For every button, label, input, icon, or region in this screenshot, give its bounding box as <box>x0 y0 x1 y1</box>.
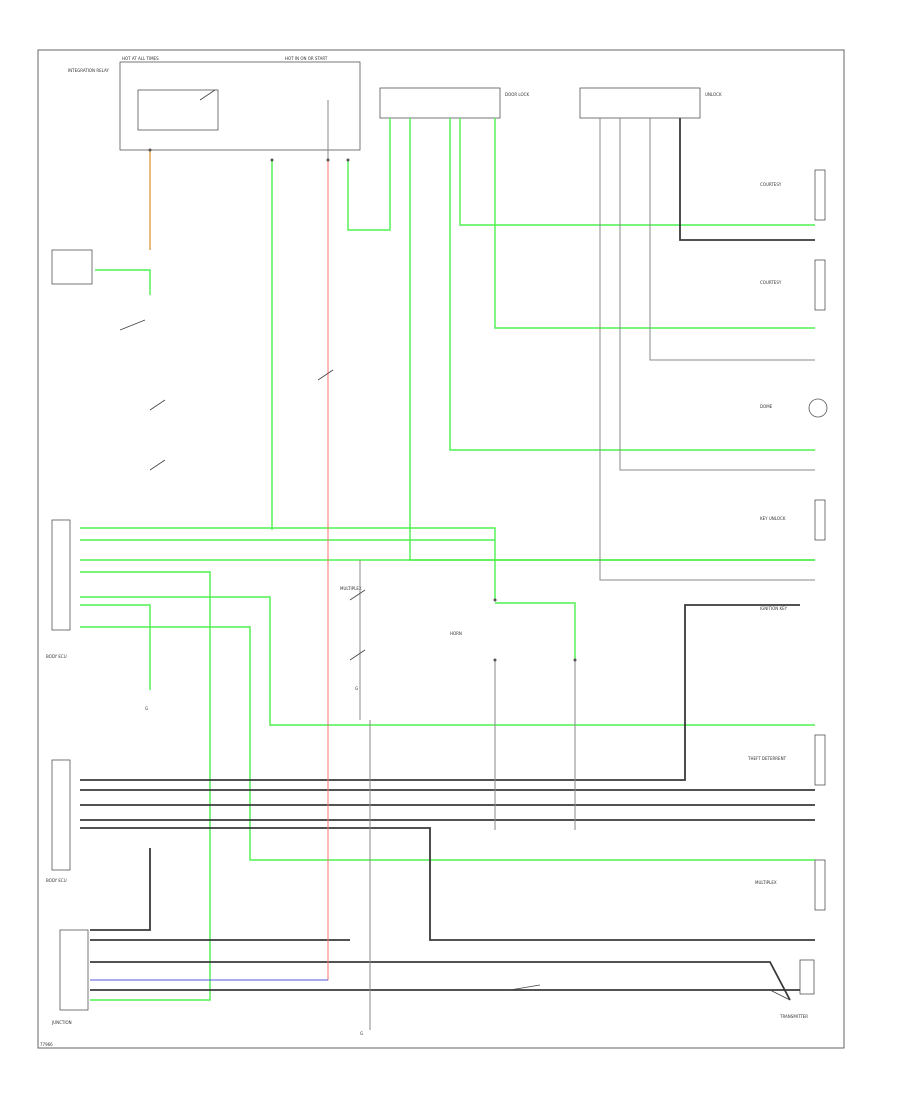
label-door-unlock: UNLOCK <box>705 92 722 97</box>
label-ignition: IGNITION KEY <box>760 606 788 611</box>
red-wire <box>90 160 329 981</box>
label-body-ecu-b: BODY ECU <box>46 878 67 883</box>
label-theft: THEFT DETERRENT <box>747 756 787 761</box>
relay-box <box>119 61 361 151</box>
key-unlock-switch <box>814 499 826 541</box>
label-multiplex-b: MULTIPLEX <box>340 586 362 591</box>
body-ecu-b <box>51 759 71 871</box>
label-hot-in-run: HOT IN ON OR START <box>285 56 328 61</box>
door-lock-connector-left <box>379 87 501 119</box>
integration-relay <box>137 89 219 131</box>
label-integration-relay: INTEGRATION RELAY <box>68 68 109 73</box>
dark-wires <box>80 118 815 1001</box>
label-ground-left: G <box>145 706 148 711</box>
door-lock-connector-right <box>579 87 701 119</box>
green-wires <box>80 118 815 1001</box>
label-dome: DOME <box>760 404 773 409</box>
courtesy-switch-lh <box>814 169 826 221</box>
light-wires <box>327 100 815 1030</box>
figure-id: 77966 <box>40 1042 53 1047</box>
label-ground-mid: G <box>355 686 358 691</box>
label-key-unlock: KEY UNLOCK <box>760 516 786 521</box>
label-door-lock: DOOR LOCK <box>505 92 529 97</box>
multiplex-switch <box>814 859 826 911</box>
label-horn: HORN <box>450 631 462 636</box>
label-transmitter: TRANSMITTER <box>779 1014 808 1019</box>
label-courtesy-lh: COURTESY <box>760 182 782 187</box>
label-body-ecu-a: BODY ECU <box>46 654 67 659</box>
label-hot-at-all-times: HOT AT ALL TIMES <box>122 56 159 61</box>
connector-pins <box>148 148 577 662</box>
label-courtesy-rh: COURTESY <box>760 280 782 285</box>
theft-deterrent-switch <box>814 734 826 786</box>
switch-symbols <box>119 89 791 1001</box>
label-ground-bottom: G <box>360 1031 363 1036</box>
label-junction: JUNCTION <box>51 1020 72 1025</box>
junction-block <box>59 929 89 1011</box>
dome-lamp <box>808 398 828 418</box>
left-module <box>51 249 93 285</box>
label-multiplex-a: MULTIPLEX <box>755 880 777 885</box>
transmitter <box>799 959 815 995</box>
courtesy-switch-rh <box>814 259 826 311</box>
body-ecu-a <box>51 519 71 631</box>
diagram-frame <box>37 49 845 1049</box>
